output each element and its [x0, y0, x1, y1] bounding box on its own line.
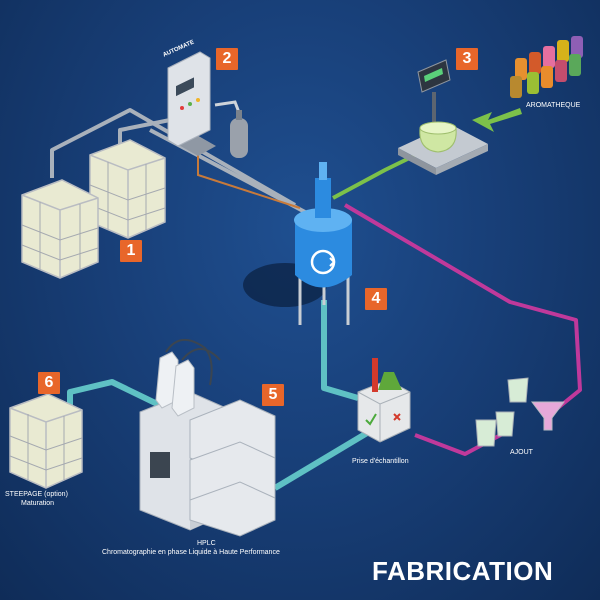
page-title: FABRICATION	[372, 556, 554, 586]
pipe-teal-hplc	[273, 427, 374, 491]
dosing-scale	[398, 59, 488, 175]
step-badge-1: 1	[120, 240, 142, 262]
hplc-description: Chromatographie en phase Liquide à Haute…	[102, 549, 280, 556]
pipe-teal-sample	[321, 300, 359, 401]
automate-cabinet	[167, 51, 216, 156]
step-badge-5: 5	[262, 384, 284, 406]
sample-station	[357, 358, 411, 443]
pipe-teal-steepage	[67, 379, 180, 417]
step-badge-4: 4	[365, 288, 387, 310]
hplc-unit	[139, 339, 276, 537]
aroma-arrow	[472, 108, 522, 132]
gas-cylinder	[230, 110, 248, 158]
ajout-label: AJOUT	[510, 449, 533, 456]
hplc-label: HPLC	[197, 540, 216, 547]
steepage-label: STEEPAGE (option)	[5, 491, 68, 498]
sample-label: Prise d'échantillon	[352, 458, 409, 465]
ibc-tank-front	[21, 179, 99, 279]
step-badge-3: 3	[456, 48, 478, 70]
step-badge-6: 6	[38, 372, 60, 394]
steepage-tank	[9, 393, 83, 489]
aromatheque-label: AROMATHEQUE	[526, 102, 581, 109]
ibc-tank-back	[89, 139, 166, 239]
step-badge-2: 2	[216, 48, 238, 70]
maturation-label: Maturation	[21, 500, 55, 507]
aroma-bottles	[510, 36, 583, 98]
ajout-glassware	[475, 377, 565, 447]
reactor-tank	[294, 162, 352, 325]
